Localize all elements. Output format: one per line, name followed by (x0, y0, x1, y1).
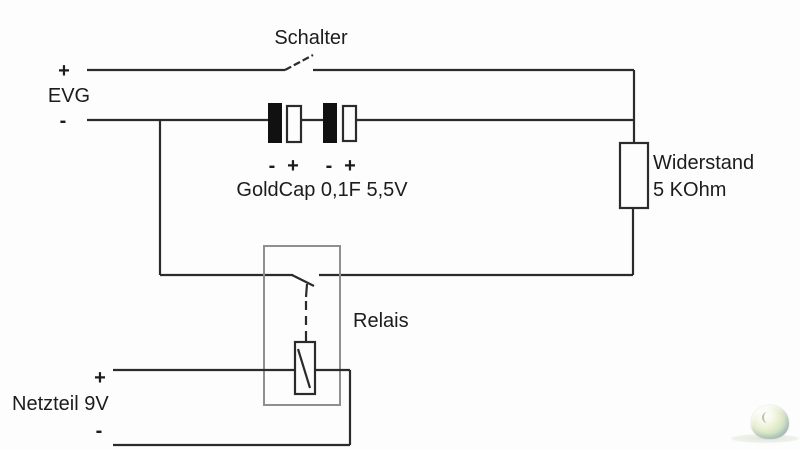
cap2-minus-sign: - (326, 155, 333, 177)
relay-box (263, 245, 341, 406)
cap2-plus-sign: + (344, 155, 356, 177)
evg-minus-sign: - (60, 110, 67, 132)
cap1-positive-plate (285, 104, 303, 144)
resistor-body (618, 141, 650, 210)
resistor-name-label: Widerstand (653, 152, 754, 174)
goldcap-caption: GoldCap 0,1F 5,5V (236, 179, 408, 201)
evg-label: EVG (48, 85, 90, 107)
cap2-negative-plate (323, 103, 337, 143)
cap1-minus-sign: - (269, 155, 276, 177)
cap2-positive-plate (341, 104, 358, 143)
psu-plus-sign: + (94, 367, 106, 389)
relay-contact-tip (304, 283, 309, 298)
relay-label: Relais (353, 310, 409, 332)
psu-label: Netzteil 9V (12, 393, 109, 415)
switch-label: Schalter (274, 27, 348, 49)
relay-coil-diagonal (296, 348, 312, 389)
relay-contact-blade (291, 274, 315, 287)
cap1-plus-sign: + (287, 155, 299, 177)
bubble-crescent-detail (762, 412, 772, 423)
glossy-bubble-logo-icon (751, 405, 789, 439)
resistor-value-label: 5 KOhm (653, 179, 726, 201)
psu-minus-sign: - (96, 420, 103, 442)
switch-blade (284, 54, 314, 71)
evg-plus-sign: + (58, 60, 70, 82)
cap1-negative-plate (268, 103, 282, 143)
